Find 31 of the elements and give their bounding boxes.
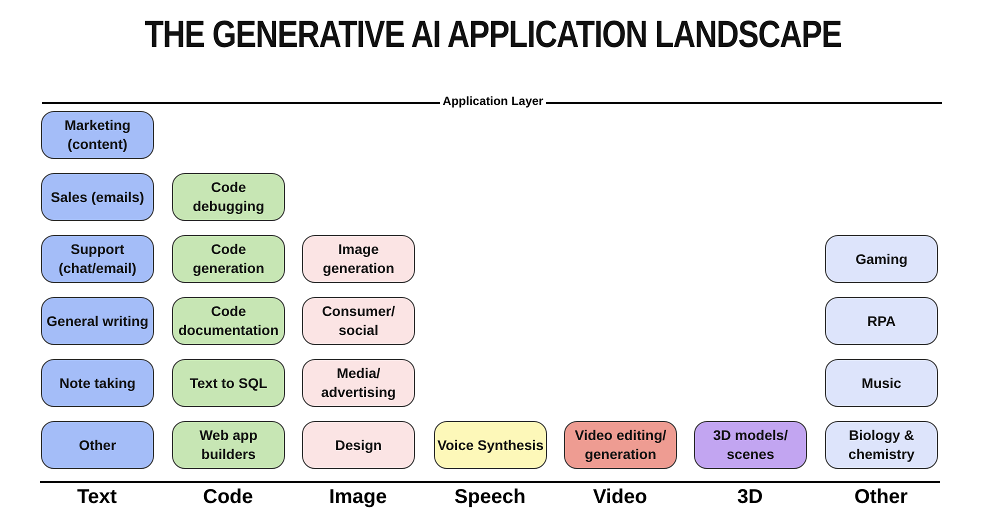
category-tag: Text to SQL [172,359,285,407]
category-tag: Support (chat/email) [41,235,154,283]
category-tag: Image generation [302,235,415,283]
category-tag: Media/ advertising [302,359,415,407]
page-title: THE GENERATIVE AI APPLICATION LANDSCAPE [144,14,842,57]
category-tag: RPA [825,297,938,345]
column-heading: Text [76,486,118,509]
column-heading: Other [853,486,909,509]
category-tag: Consumer/ social [302,297,415,345]
column-heading: Code [202,486,254,509]
category-tag: Music [825,359,938,407]
category-tag: Design [302,421,415,469]
column-heading: Speech [453,486,527,509]
category-tag: Web app builders [172,421,285,469]
category-tag: Code documentation [172,297,285,345]
column-heading: 3D [736,486,764,509]
category-tag: Code debugging [172,173,285,221]
category-tag: Voice Synthesis [434,421,547,469]
column-heading: Image [328,486,388,509]
category-tag: Video editing/ generation [564,421,677,469]
column-heading: Video [592,486,648,509]
category-tag: Marketing (content) [41,111,154,159]
category-tag: Code generation [172,235,285,283]
category-tag: 3D models/ scenes [694,421,807,469]
category-tag: General writing [41,297,154,345]
category-tag: Note taking [41,359,154,407]
category-tag: Other [41,421,154,469]
category-tag: Biology & chemistry [825,421,938,469]
category-tag: Sales (emails) [41,173,154,221]
layer-heading: Application Layer [440,94,546,108]
category-tag: Gaming [825,235,938,283]
